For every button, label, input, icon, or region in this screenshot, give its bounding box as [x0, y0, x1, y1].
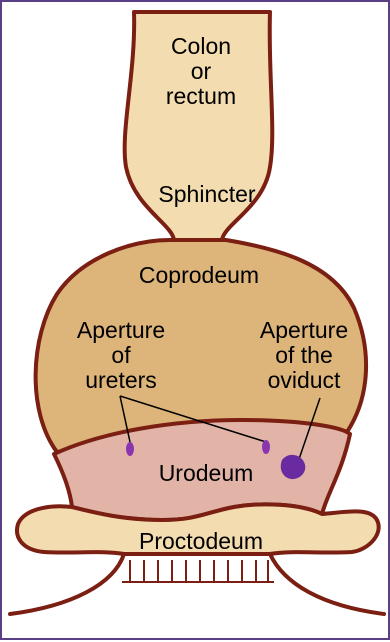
label-coprodeum: Coprodeum [139, 262, 259, 288]
label-ureters-line1: Aperture [77, 317, 165, 343]
label-proctodeum: Proctodeum [139, 528, 263, 554]
label-colon-line2: or [191, 58, 212, 84]
label-ureters-line3: ureters [85, 367, 157, 393]
label-ureters-line2: of [111, 342, 131, 368]
label-oviduct-line3: oviduct [268, 367, 341, 393]
label-oviduct-line1: Aperture [260, 317, 348, 343]
ureter-aperture-left [126, 442, 134, 456]
label-colon-line1: Colon [171, 33, 231, 59]
label-oviduct-line2: of the [275, 342, 333, 368]
label-sphincter: Sphincter [158, 181, 256, 207]
label-urodeum: Urodeum [159, 460, 254, 486]
vent-fringe [130, 560, 268, 582]
label-colon-line3: rectum [166, 83, 236, 109]
vent-left-curve [10, 554, 124, 614]
vent-right-curve [270, 554, 384, 614]
ureter-aperture-right [262, 440, 270, 454]
